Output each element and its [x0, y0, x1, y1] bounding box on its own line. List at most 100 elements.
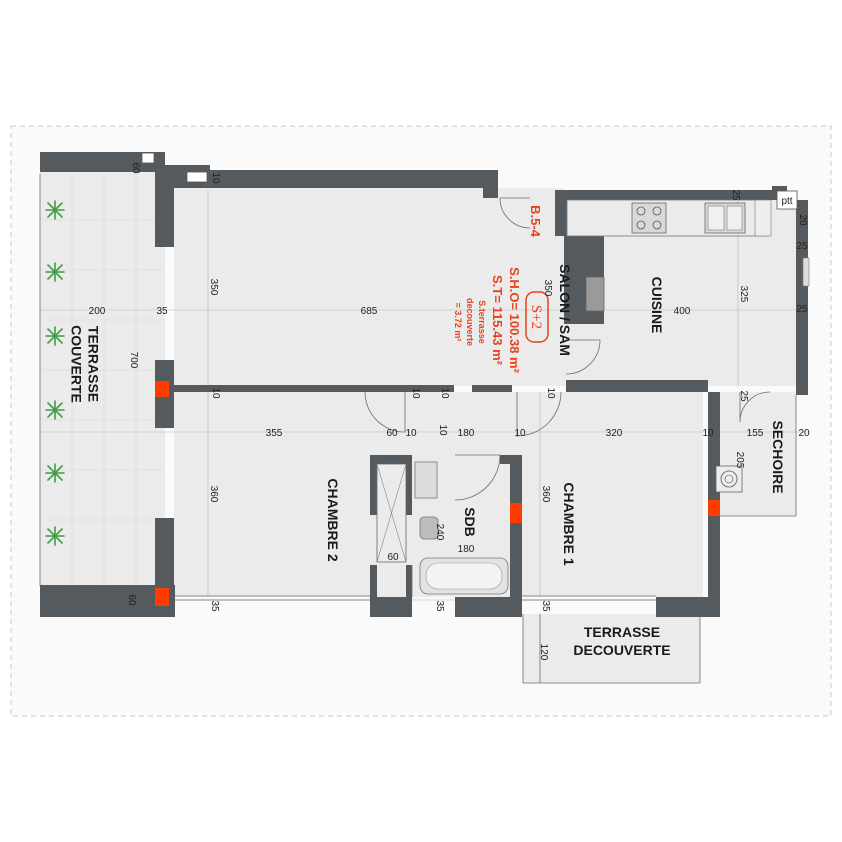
unit-info: B.5-4 S+2 S.H.O= 100.38 m² S.T= 115.43 m… — [453, 205, 549, 374]
plant-icons — [45, 200, 65, 546]
dim-label: 10 — [210, 387, 221, 399]
dim-label: 155 — [747, 428, 764, 439]
dim-label: 35 — [540, 600, 551, 612]
dim-label: 10 — [514, 428, 526, 439]
dim-label: 60 — [387, 552, 399, 563]
dim-label: 350 — [542, 280, 553, 297]
st-area: S.T= 115.43 m² — [490, 275, 505, 366]
dim-label: 10 — [405, 428, 417, 439]
wall — [500, 455, 517, 464]
dim-label: 700 — [128, 352, 139, 369]
plant-icon — [45, 200, 65, 220]
dim-label: 320 — [606, 428, 623, 439]
wall — [483, 170, 498, 198]
unit-type-text: S+2 — [528, 305, 544, 329]
column — [708, 500, 720, 516]
dim-label: 60 — [126, 594, 137, 606]
wall — [555, 190, 785, 200]
washbasin-icon — [414, 461, 438, 499]
wall — [370, 455, 377, 515]
dimension-labels: 60 10 200 35 685 350 350 400 325 25 25 2… — [89, 162, 810, 660]
dim-label: 20 — [798, 428, 810, 439]
windows — [39, 174, 797, 684]
kitchen-door — [565, 339, 601, 375]
terrasse-area-line2: decouverte — [465, 298, 475, 346]
dim-label: 35 — [156, 306, 168, 317]
sho-area: S.H.O= 100.38 m² — [507, 267, 522, 374]
dim-label: 25 — [738, 390, 749, 402]
dim-label: 10 — [210, 172, 221, 184]
room-label-sechoire: SECHOIRE — [770, 420, 786, 493]
terrasse-couverte-floor — [40, 172, 165, 587]
dim-label: 360 — [540, 486, 551, 503]
plant-icon — [45, 262, 65, 282]
room-label-terrasse-couverte: TERRASSECOUVERTE — [69, 325, 102, 403]
terrasse-area-line1: S.terrasse — [477, 300, 487, 344]
column — [155, 381, 169, 397]
dim-label: 325 — [738, 286, 749, 303]
fixture — [186, 171, 208, 183]
plant-icon — [45, 326, 65, 346]
sechoire-floor — [708, 392, 796, 516]
chambre-1-floor — [517, 392, 703, 597]
drain-board-icon — [754, 199, 772, 237]
dim-label: 200 — [89, 306, 106, 317]
dim-label: 10 — [437, 424, 448, 436]
wall — [174, 385, 454, 392]
terrasse-decouverte-floor — [523, 614, 700, 683]
sdb-fixtures — [376, 461, 509, 595]
dim-label: 25 — [796, 304, 808, 315]
wall — [510, 455, 522, 617]
room-label-salon: SALON / SAM — [557, 264, 573, 356]
dim-label: 240 — [434, 524, 445, 541]
ptt-box — [776, 190, 798, 210]
dim-label: 10 — [410, 387, 421, 399]
room-label-chambre-1: CHAMBRE 1 — [561, 482, 577, 565]
wall — [210, 170, 485, 188]
dim-label: 180 — [458, 544, 475, 555]
column — [510, 503, 522, 523]
dim-label: 205 — [734, 452, 745, 469]
wall — [696, 380, 708, 392]
dim-label: 180 — [458, 428, 475, 439]
wall — [370, 455, 412, 464]
dim-label: 35 — [209, 600, 220, 612]
wall — [406, 455, 412, 515]
washing-machine-icon — [715, 465, 743, 493]
fixture — [141, 152, 155, 164]
dim-label: 25 — [730, 189, 741, 201]
wall — [656, 597, 720, 617]
wall — [370, 597, 412, 617]
wall — [40, 152, 165, 172]
shower-icon — [376, 463, 407, 563]
dim-label: 355 — [266, 428, 283, 439]
wall — [555, 190, 567, 236]
sechoire-door — [739, 391, 771, 423]
toilet-icon — [419, 516, 439, 540]
chambre-1-door — [516, 391, 562, 437]
doors — [364, 197, 771, 597]
entry-door — [499, 197, 531, 229]
room-label-sdb: SDB — [462, 507, 478, 537]
sdb-door — [454, 454, 501, 501]
ptt-label: ptt — [781, 196, 792, 207]
dim-label: 400 — [674, 306, 691, 317]
dim-label: 60 — [130, 162, 141, 174]
column — [155, 588, 169, 606]
plant-icon — [45, 526, 65, 546]
dim-label: 35 — [434, 600, 445, 612]
wall — [40, 585, 175, 617]
unit-code: B.5-4 — [528, 205, 543, 238]
dim-label: 350 — [208, 279, 219, 296]
fridge-icon — [585, 276, 605, 312]
dim-label: 360 — [208, 486, 219, 503]
room-label-chambre-2: CHAMBRE 2 — [325, 478, 341, 561]
wall — [455, 597, 522, 617]
terrasse-area-line3: = 3.72 m² — [453, 303, 463, 342]
dim-label: 25 — [796, 241, 808, 252]
room-labels: TERRASSECOUVERTE SALON / SAM CUISINE SEC… — [69, 264, 787, 658]
dim-label: 10 — [439, 387, 450, 399]
plant-icon — [45, 463, 65, 483]
dim-label: 20 — [797, 214, 808, 226]
